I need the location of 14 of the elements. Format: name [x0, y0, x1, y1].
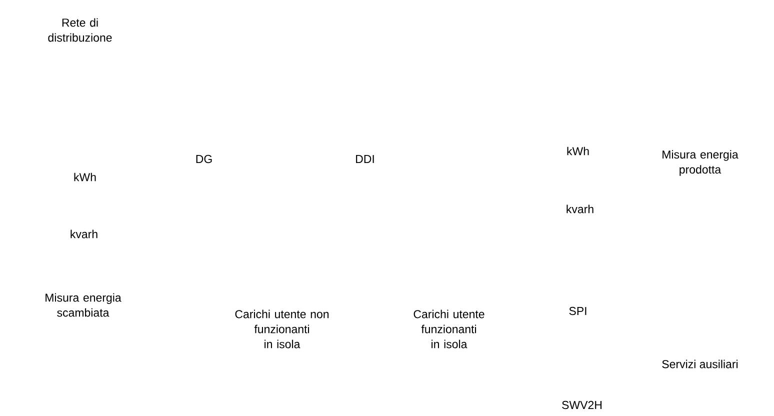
label: Carichi utente non funzionanti in isola	[235, 310, 329, 348]
unit-label: kvarh	[566, 204, 594, 214]
device-label: DG	[196, 154, 212, 164]
device-label: SWV2H	[562, 400, 602, 410]
unit-label: kvarh	[70, 230, 98, 238]
device-label: DDI	[356, 155, 374, 163]
label: Carichi utente funzionanti in isola	[414, 310, 484, 348]
unit-label: kWh	[567, 146, 589, 156]
label: Rete di distribuzione	[48, 18, 112, 42]
label: Misura energia scambiata	[46, 293, 122, 317]
device-label: SPI	[569, 306, 586, 316]
label: Servizi ausiliari	[662, 360, 738, 368]
unit-label: kWh	[74, 172, 96, 182]
label: Misura energia prodotta	[662, 150, 738, 176]
